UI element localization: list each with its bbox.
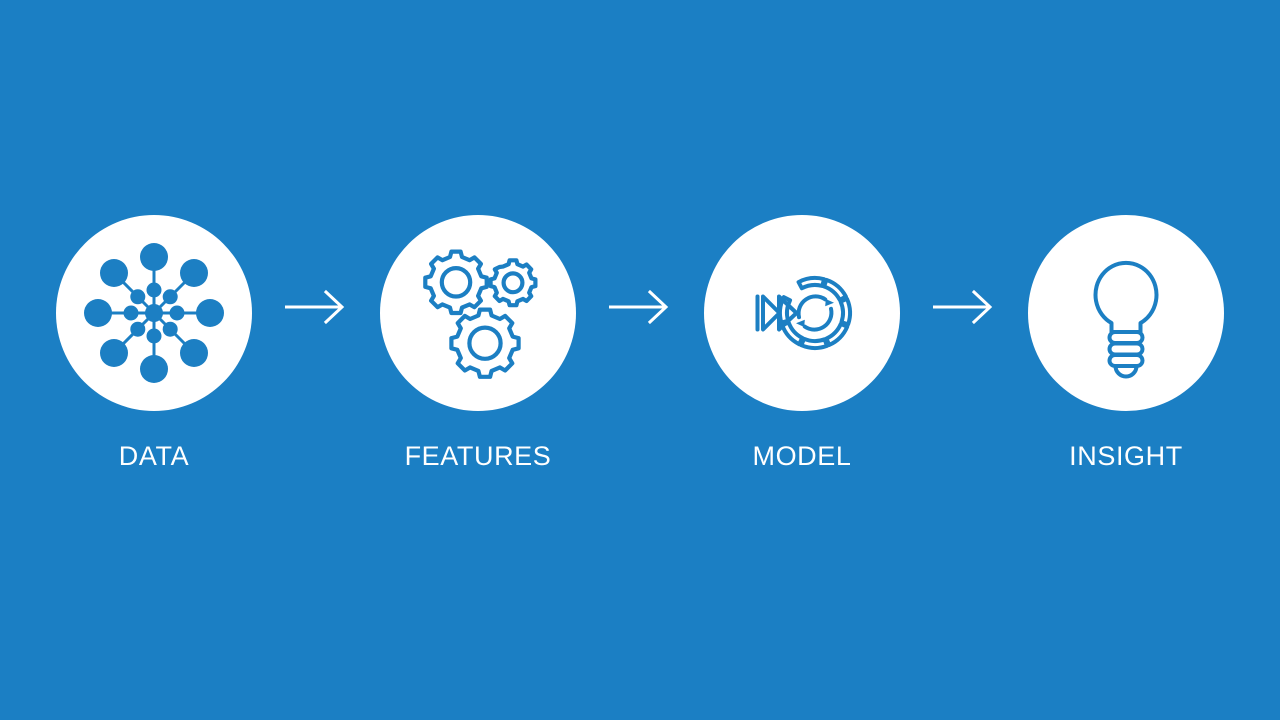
gears-icon — [423, 249, 538, 379]
flow-step-data[interactable]: DATA — [56, 215, 252, 505]
lightbulb-icon — [1093, 260, 1159, 379]
arrow-right-icon — [609, 289, 669, 325]
arrow-right-icon — [285, 289, 345, 325]
flow-connector-3 — [900, 215, 1028, 505]
flow-step-data-label: DATA — [118, 441, 190, 471]
flow-step-model-disc — [704, 215, 900, 411]
flow-step-model-label: MODEL — [752, 441, 852, 471]
flow-step-model[interactable]: MODEL — [704, 215, 900, 505]
arrow-right-icon — [933, 289, 993, 325]
flow-step-insight-disc — [1028, 215, 1224, 411]
flow-connector-2 — [576, 215, 704, 505]
flow-connector-1 — [252, 215, 380, 505]
flow-step-insight[interactable]: INSIGHT — [1028, 215, 1224, 505]
flow-step-features-disc — [380, 215, 576, 411]
network-hub-icon — [84, 243, 224, 383]
flow-step-insight-label: INSIGHT — [1069, 441, 1183, 471]
segmented-wheel-refresh-icon — [755, 276, 852, 350]
flow-step-features-label: FEATURES — [404, 441, 552, 471]
flow-step-data-disc — [56, 215, 252, 411]
flow-step-features[interactable]: FEATURES — [380, 215, 576, 505]
